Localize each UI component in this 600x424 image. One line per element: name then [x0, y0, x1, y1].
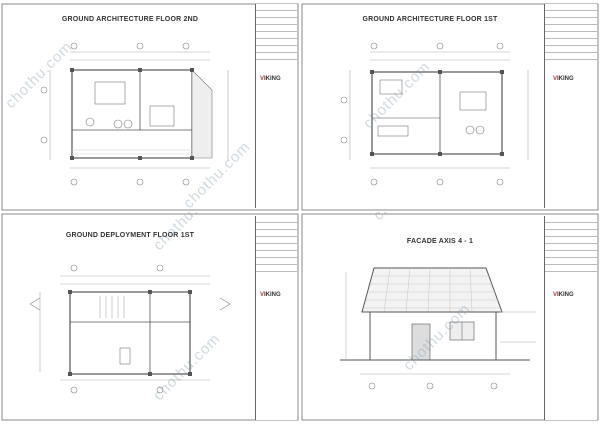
sheet-deployment-1st: GROUND DEPLOYMENT FLOOR 1ST VIKING choth… [0, 212, 300, 424]
title-block: VIKING [544, 216, 597, 420]
floor-plan-drawing [301, 3, 599, 211]
title-block: VIKING [255, 4, 297, 208]
facade-drawing [301, 213, 599, 421]
sheet-title: FACADE AXIS 4 - 1 [406, 238, 474, 245]
sheet-title: GROUND ARCHITECTURE FLOOR 1ST [362, 16, 498, 23]
floor-plan-drawing [1, 3, 299, 211]
sheet-floor-2nd: GROUND ARCHITECTURE FLOOR 2ND VIKING cho… [0, 0, 300, 212]
viking-logo: VIKING [553, 76, 574, 82]
deployment-drawing [1, 213, 299, 421]
viking-logo: VIKING [260, 292, 281, 298]
sheet-title: GROUND DEPLOYMENT FLOOR 1ST [65, 232, 195, 239]
sheet-floor-1st: GROUND ARCHITECTURE FLOOR 1ST VIKING cho… [300, 0, 600, 212]
viking-logo: VIKING [553, 292, 574, 298]
title-block: VIKING [544, 4, 597, 208]
sheet-title: GROUND ARCHITECTURE FLOOR 2ND [61, 16, 199, 23]
sheet-facade: FACADE AXIS 4 - 1 VIKING chothu.com chot… [300, 212, 600, 424]
viking-logo: VIKING [260, 76, 281, 82]
title-block: VIKING [255, 216, 297, 420]
